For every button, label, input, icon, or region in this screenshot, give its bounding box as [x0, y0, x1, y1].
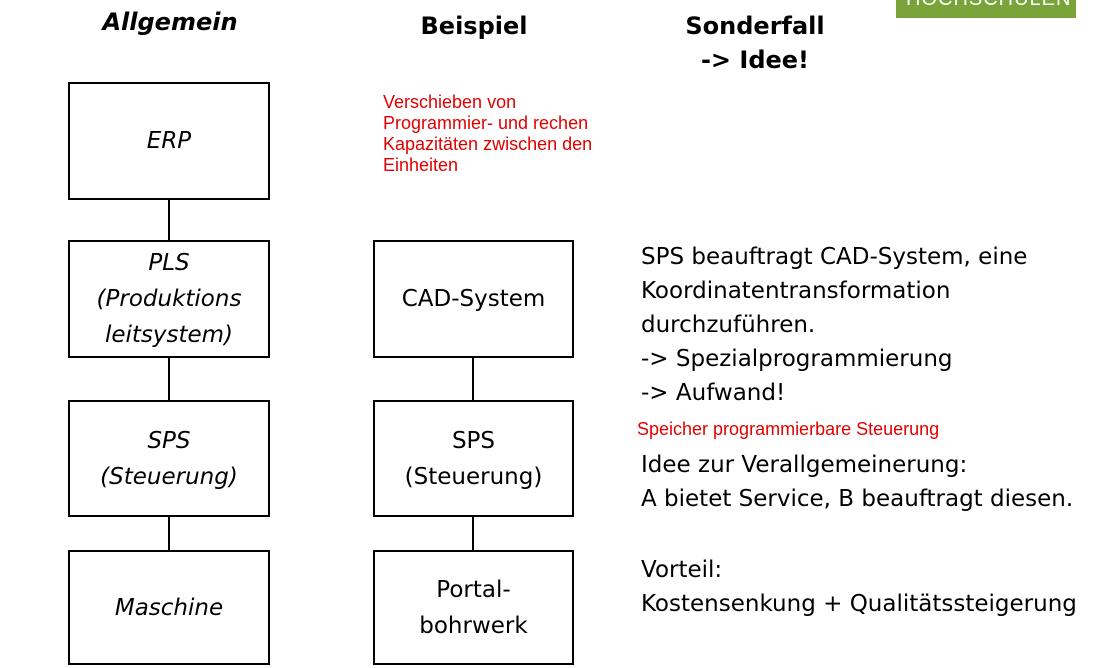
special-text-line-4: -> Spezialprogrammierung	[641, 346, 953, 372]
connector-erp-pls	[168, 198, 170, 240]
special-text-line-3: durchzuführen.	[641, 312, 816, 338]
note-sps-meaning: Speicher programmierbare Steuerung	[637, 419, 940, 439]
box-cad-system: CAD-System	[373, 240, 574, 358]
special-text-line-8: Vorteil:	[641, 557, 723, 583]
box-portal-drill: Portal- bohrwerk	[373, 550, 574, 665]
box-sps-general-label: SPS (Steuerung)	[100, 427, 238, 490]
heading-special-1: Sonderfall	[685, 12, 825, 40]
special-text-line-6: Idee zur Verallgemeinerung:	[641, 452, 968, 478]
connector-sps-drill	[472, 515, 474, 550]
box-cad-system-label: CAD-System	[401, 286, 546, 312]
note-shift-capacity: Verschieben von Programmier- und rechen …	[383, 92, 593, 175]
heading-special-2: -> Idee!	[700, 46, 810, 74]
box-erp: ERP	[68, 82, 270, 200]
heading-general: Allgemein	[102, 8, 238, 36]
heading-example: Beispiel	[420, 12, 528, 40]
box-machine-label: Maschine	[114, 594, 224, 621]
special-text-line-2: Koordinatentransformation	[641, 278, 951, 304]
box-machine: Maschine	[68, 550, 270, 665]
box-sps-example-label: SPS (Steuerung)	[404, 427, 543, 490]
special-text-line-1: SPS beauftragt CAD-System, eine	[641, 244, 1028, 270]
special-text-line-7: A bietet Service, B beauftragt diesen.	[641, 486, 1074, 512]
connector-pls-sps	[168, 356, 170, 400]
special-text-line-9: Kostensenkung + Qualitätssteigerung	[641, 591, 1077, 617]
logo-text: HOCHSCHULEN	[906, 0, 1071, 11]
box-sps-example: SPS (Steuerung)	[373, 400, 574, 517]
university-logo: HOCHSCHULEN	[896, 0, 1076, 18]
box-erp-label: ERP	[146, 128, 192, 154]
connector-cad-sps	[472, 356, 474, 400]
special-text-line-5: -> Aufwand!	[641, 380, 786, 406]
box-portal-drill-label: Portal- bohrwerk	[419, 576, 528, 639]
box-pls: PLS (Produktions leitsystem)	[68, 240, 270, 358]
box-pls-label: PLS (Produktions leitsystem)	[96, 250, 242, 348]
connector-sps-machine	[168, 515, 170, 550]
box-sps-general: SPS (Steuerung)	[68, 400, 270, 517]
